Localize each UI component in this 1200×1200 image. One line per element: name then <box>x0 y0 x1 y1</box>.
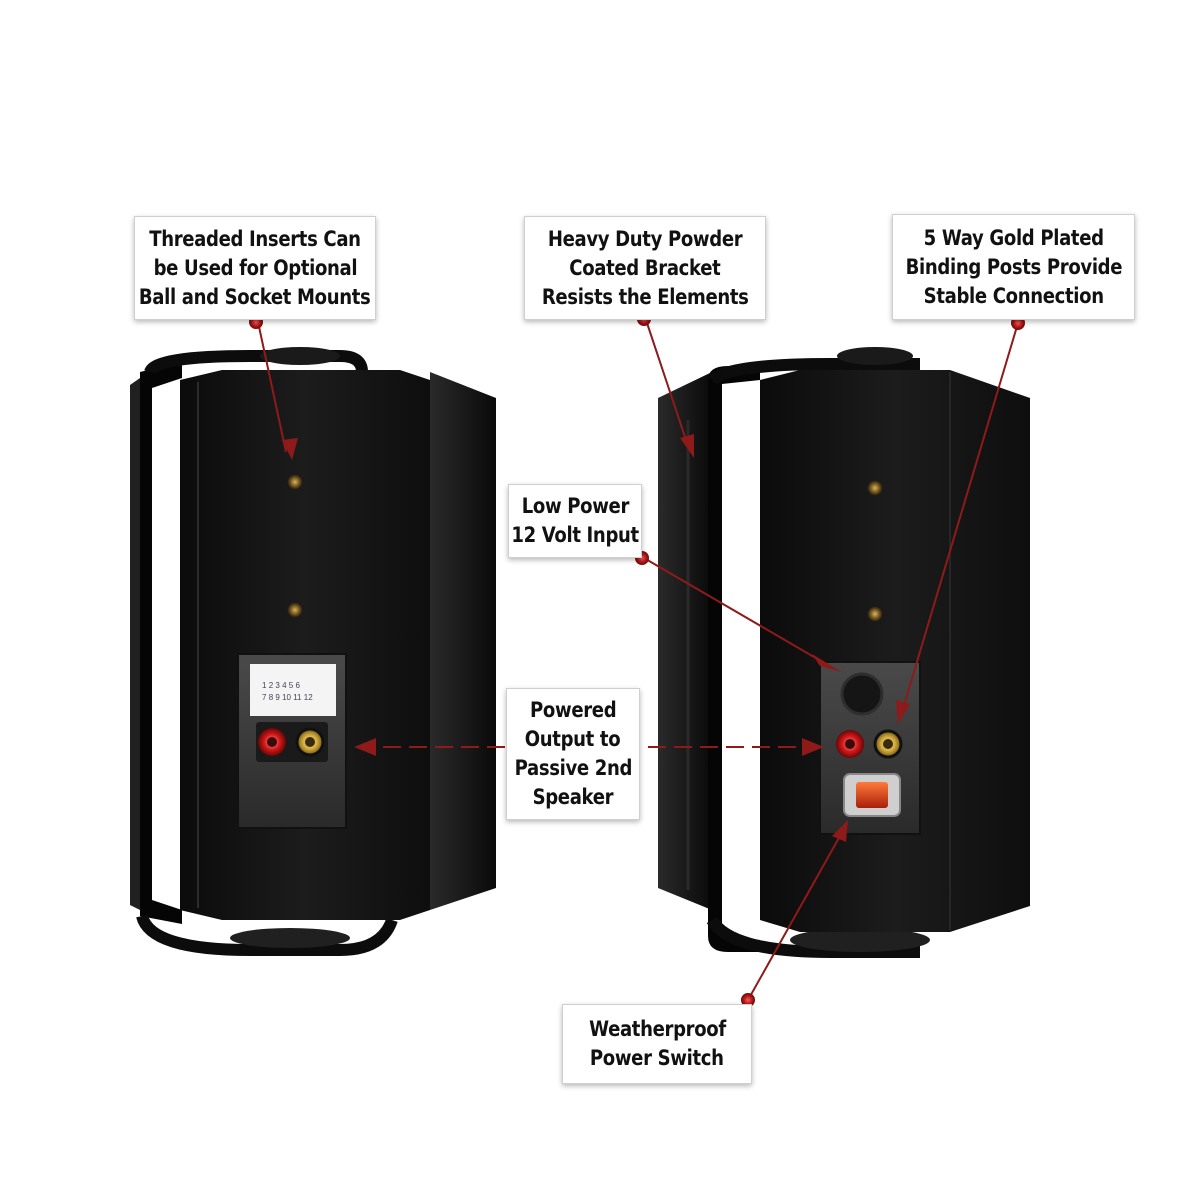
left-threaded-insert-lower <box>287 602 303 618</box>
right-threaded-insert-lower <box>867 606 883 622</box>
arrowhead-low-power <box>812 654 842 672</box>
arrow-threaded-inserts <box>257 321 287 453</box>
callout-text-line: Coated Bracket <box>569 255 721 280</box>
left-red-binding-post-hole <box>267 737 277 747</box>
right-speaker-top-bracket <box>708 358 920 385</box>
callout-text-line: Binding Posts Provide <box>905 254 1122 279</box>
arrowhead-powered-output-left <box>354 738 376 756</box>
callout-text-line: Threaded Inserts Can <box>149 226 361 251</box>
left-speaker: 1 2 3 4 5 6 7 8 9 10 11 12 <box>130 347 496 956</box>
dot-power-switch <box>741 993 755 1007</box>
right-speaker-bottom-knob <box>790 928 930 952</box>
arrowhead-binding-posts <box>896 700 910 724</box>
callout-binding-posts: 5 Way Gold Plated Binding Posts Provide … <box>892 214 1135 320</box>
callout-text-line: 5 Way Gold Plated <box>923 225 1104 250</box>
arrowhead-power-switch <box>832 820 848 842</box>
right-speaker-top-knob <box>837 347 913 365</box>
callout-text-line: Output to <box>525 727 621 751</box>
right-speaker-bracket <box>708 366 760 952</box>
callout-text-line: Heavy Duty Powder <box>547 226 743 251</box>
right-speaker-side-panel <box>658 372 712 910</box>
callout-text-line: Low Power <box>521 494 629 518</box>
left-speaker-bracket-edge <box>130 378 140 910</box>
left-tap-row2: 7 8 9 10 11 12 <box>262 693 313 702</box>
left-speaker-bracket <box>140 362 182 924</box>
left-speaker-top-bracket <box>144 350 368 376</box>
right-threaded-insert-upper <box>867 480 883 496</box>
power-switch-rocker <box>856 782 888 808</box>
callout-text-line: Speaker <box>532 785 614 809</box>
callout-powered-output: Powered Output to Passive 2nd Speaker <box>506 688 640 820</box>
callout-threaded-inserts: Threaded Inserts Can be Used for Optiona… <box>134 216 376 320</box>
callout-bracket: Heavy Duty Powder Coated Bracket Resists… <box>524 216 766 320</box>
arrows <box>249 312 1025 1007</box>
left-speaker-back-face <box>180 370 430 920</box>
callout-text-line: Resists the Elements <box>541 284 749 309</box>
left-speaker-top-knob <box>260 347 340 365</box>
right-speaker-bottom-bracket <box>706 916 920 958</box>
callout-low-power: Low Power 12 Volt Input <box>508 484 642 558</box>
callout-text-line: Ball and Socket Mounts <box>139 284 371 309</box>
left-speaker-side-panel <box>430 372 496 910</box>
arrow-low-power <box>643 557 827 665</box>
arrowhead-threaded-inserts <box>282 438 298 460</box>
dc-input-jack <box>840 672 884 716</box>
callout-text-line: Power Switch <box>590 1046 724 1070</box>
arrow-power-switch <box>747 835 841 1001</box>
arrow-bracket <box>645 319 689 447</box>
right-black-binding-post-hole <box>883 739 893 749</box>
arrowhead-bracket <box>680 434 694 458</box>
left-tap-row1: 1 2 3 4 5 6 <box>262 681 300 690</box>
right-red-binding-post-hole <box>845 739 855 749</box>
arrow-binding-posts <box>901 322 1019 713</box>
callout-text-line: Passive 2nd <box>514 756 632 780</box>
left-threaded-insert-upper <box>287 474 303 490</box>
right-speaker <box>658 347 1030 958</box>
callout-text-line: be Used for Optional <box>153 255 357 280</box>
right-speaker-back-face <box>760 370 1030 932</box>
callout-text-line: 12 Volt Input <box>511 523 639 547</box>
left-speaker-bottom-bracket <box>136 914 398 956</box>
left-speaker-bottom-knob <box>230 928 350 948</box>
left-tap-label <box>250 664 336 716</box>
callout-text-line: Weatherproof <box>588 1017 726 1041</box>
arrowhead-powered-output-right <box>802 738 824 756</box>
callout-power-switch: Weatherproof Power Switch <box>562 1004 752 1084</box>
left-black-binding-post-hole <box>305 737 315 747</box>
callout-text-line: Powered <box>529 698 617 722</box>
callout-text-line: Stable Connection <box>923 283 1104 308</box>
